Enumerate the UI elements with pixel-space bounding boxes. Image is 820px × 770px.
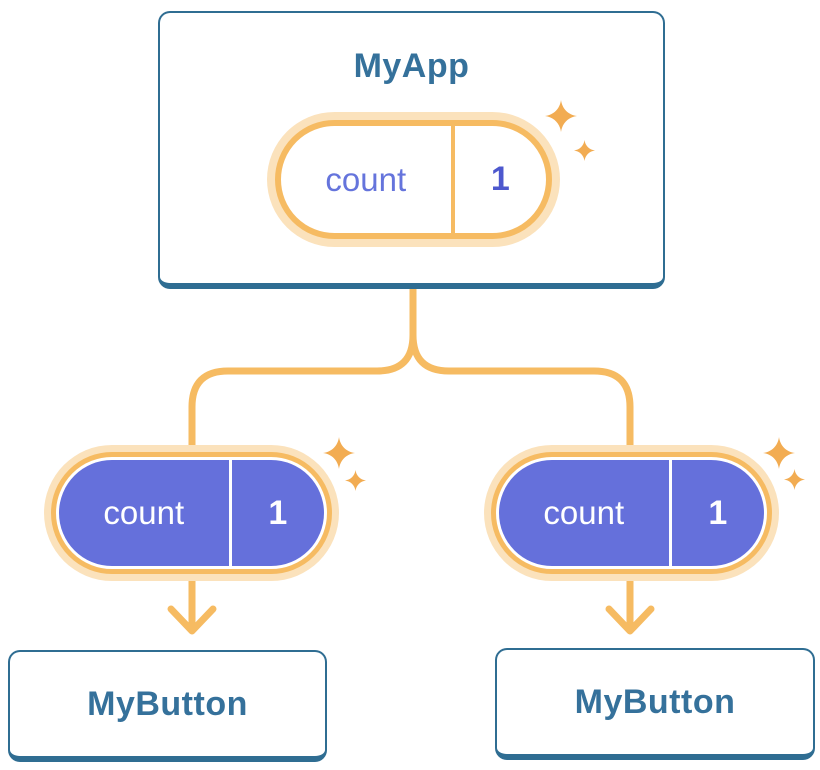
state-value: 1 [708,493,728,532]
component-card-child-right: MyButton [495,648,815,760]
state-pill-core: count 1 [499,460,764,566]
component-title: MyApp [353,47,470,85]
state-pill-core: count 1 [59,460,324,566]
sparkle-icon [763,437,795,469]
connector-right-branch [409,280,634,630]
sparkle-icon [323,437,355,469]
state-pill-divider [450,126,455,233]
component-card-child-left: MyButton [8,650,327,762]
state-pill-ring: count 1 [491,452,772,574]
sparkle-icon [784,469,805,490]
state-label: count [543,494,625,531]
arrow-down-icon [167,605,217,635]
arrow-down-icon [605,605,655,635]
state-pill-divider [228,460,232,566]
component-title: MyButton [574,682,736,721]
state-pill-ring: count 1 [275,120,552,239]
sparkle-icon [345,470,366,491]
state-pill-ring: count 1 [51,452,332,574]
sparkle-icon [545,100,577,132]
state-pill-child-left: count 1 [44,445,339,581]
component-title: MyButton [87,684,248,723]
state-pill-core: count 1 [281,126,546,233]
state-label: count [325,160,407,198]
state-value: 1 [268,493,288,532]
connector-left-branch [188,280,417,630]
sparkle-icon [574,140,595,161]
state-pill-divider [668,460,672,566]
state-label: count [103,494,185,531]
state-value: 1 [490,160,510,198]
state-pill-child-right: count 1 [484,445,779,581]
state-pill-root: count 1 [267,112,560,247]
